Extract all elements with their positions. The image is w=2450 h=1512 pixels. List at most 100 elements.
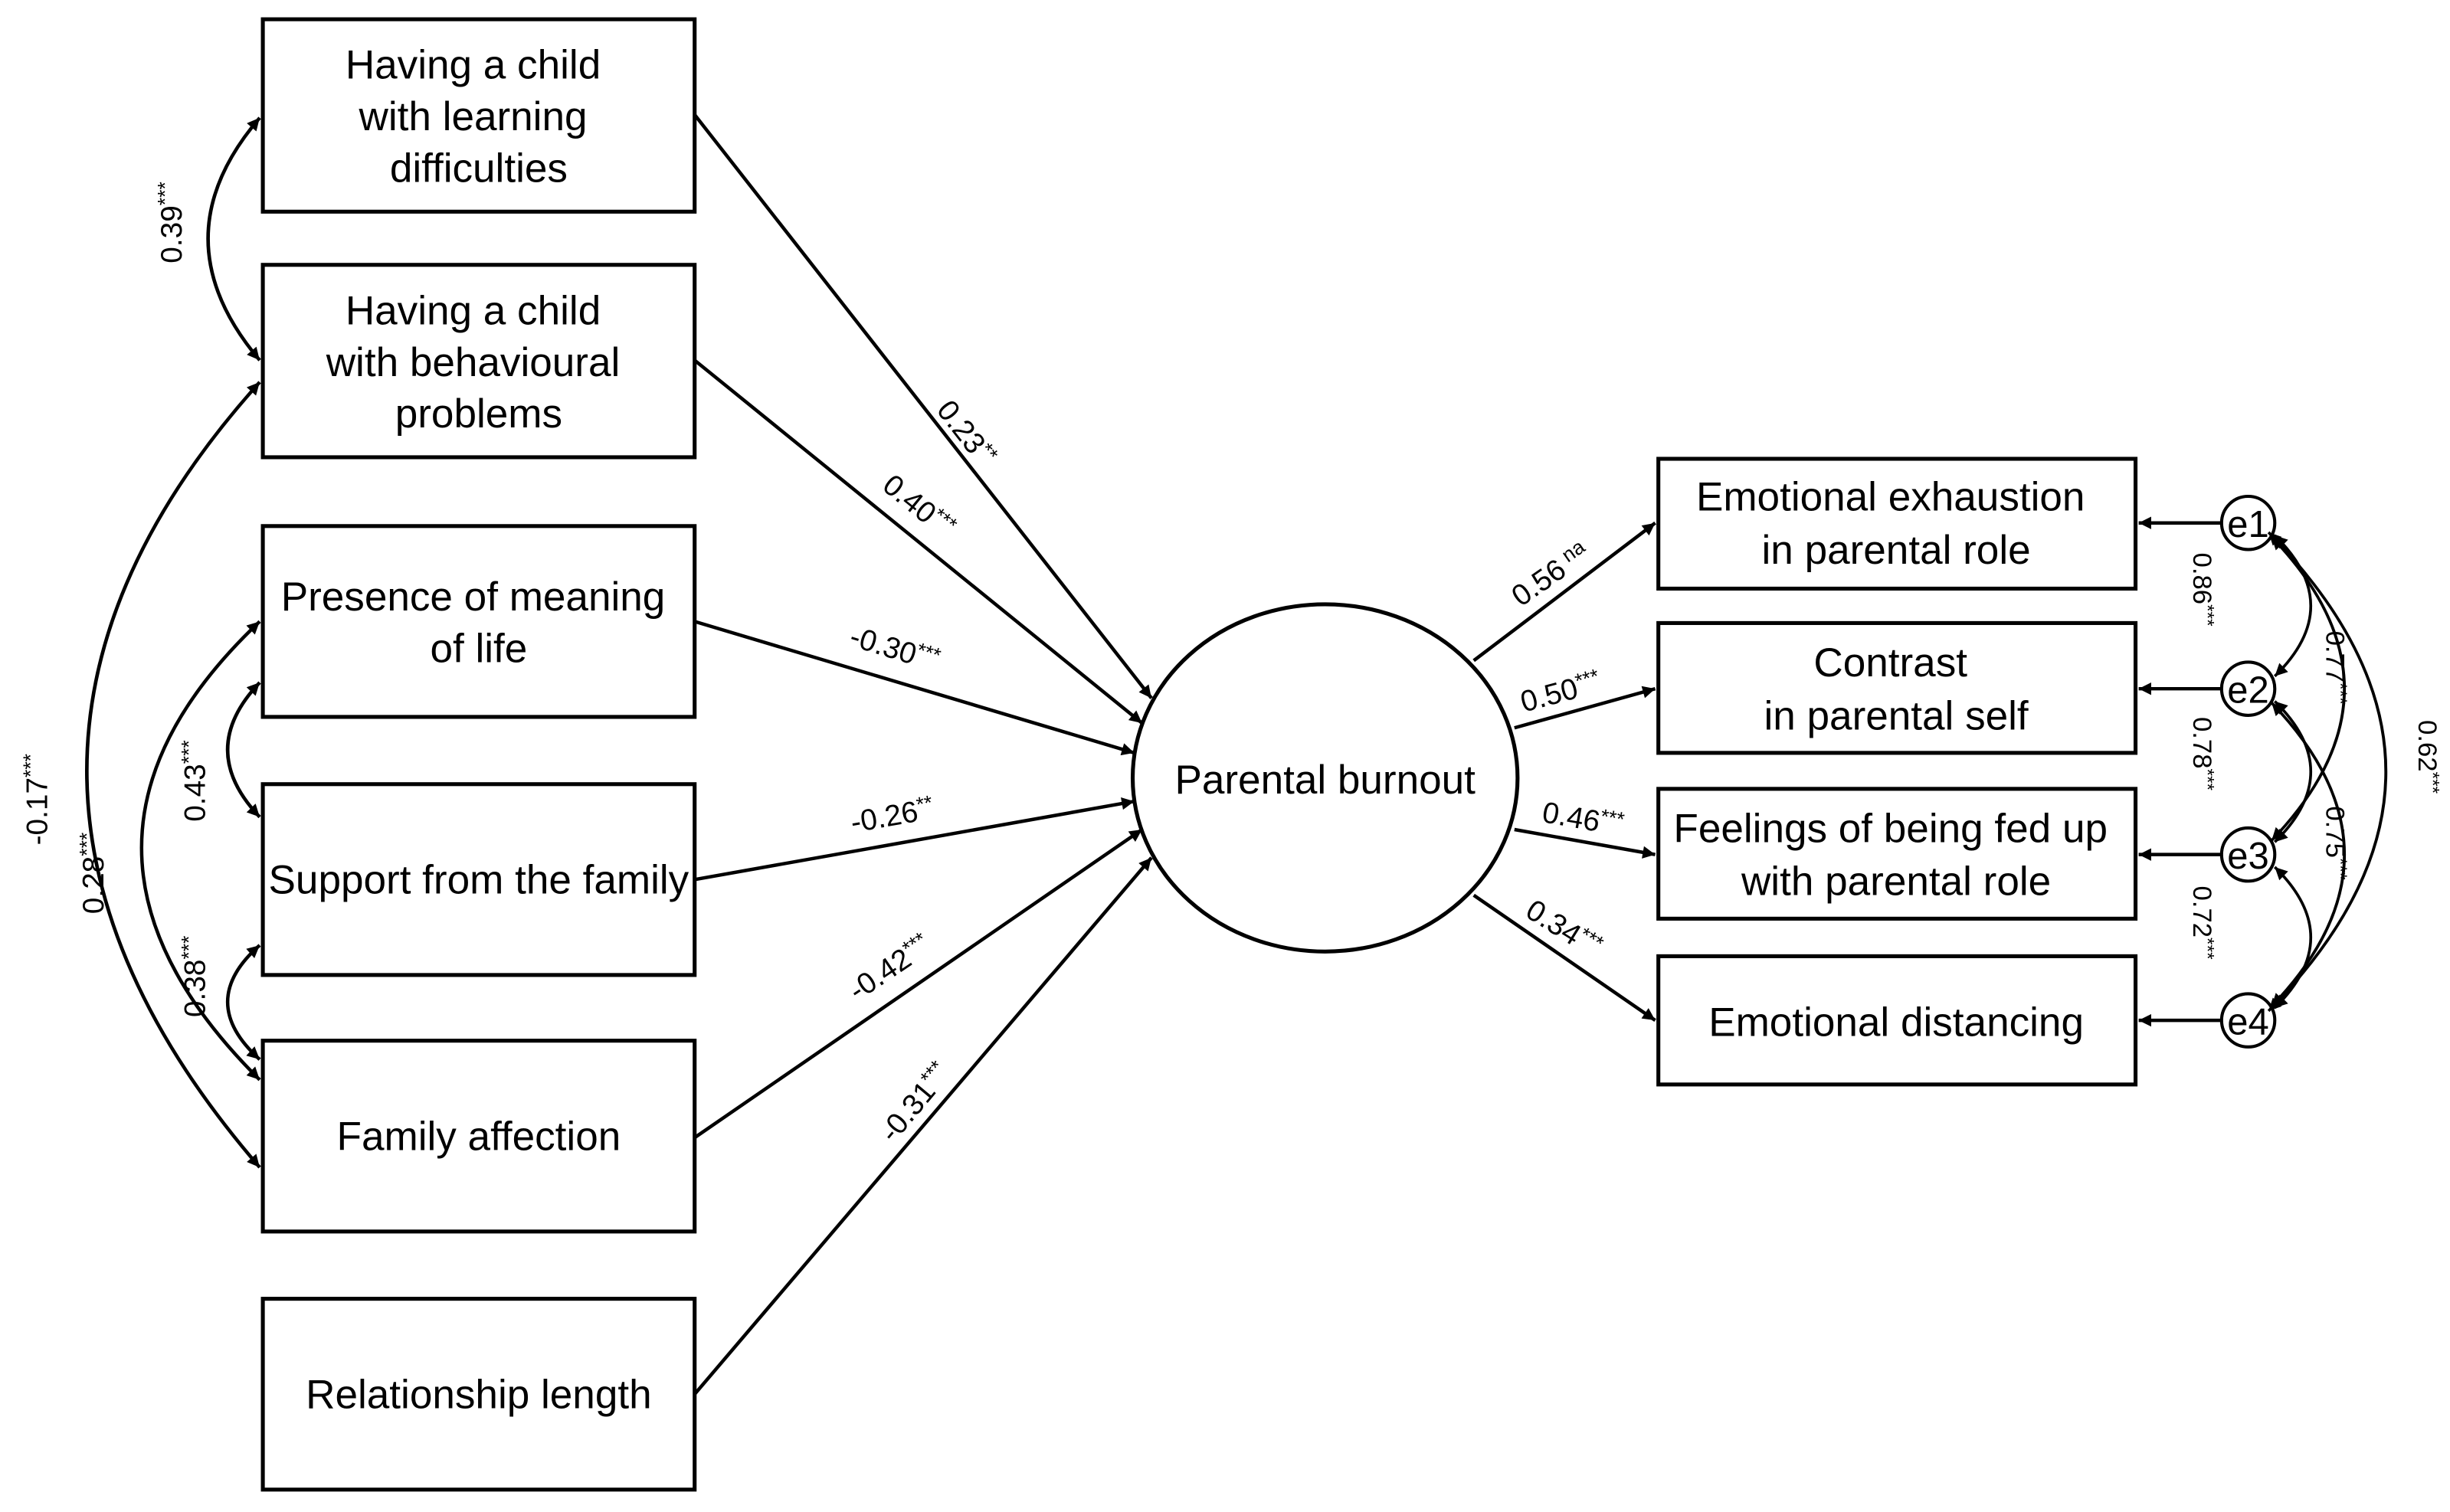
path-burnout-exhaustion <box>1472 521 1656 663</box>
node-fedup-line-1: Feelings of being fed up <box>1673 806 2108 851</box>
coef-cov-meaning-affection-sig: *** <box>76 833 99 856</box>
coef-cov-e2-e4-value: 0.75 <box>2321 806 2350 858</box>
node-exhaustion-line-2: in parental role <box>1762 528 2031 573</box>
node-learning-difficulties: Having a child with learning difficultie… <box>260 17 697 214</box>
coef-burnout-distancing: 0.34*** <box>1520 892 1607 965</box>
path-burnout-distancing <box>1472 893 1656 1022</box>
coef-cov-learning-behavioural: 0.39*** <box>154 182 188 263</box>
node-meaning-line-2: of life <box>430 626 527 671</box>
coef-cov-e1-e2-sig: *** <box>2196 604 2217 627</box>
node-learning-line-1: Having a child <box>346 43 601 88</box>
error-e1: e1 <box>2219 494 2277 551</box>
coef-cov-meaning-affection-value: 0.28 <box>77 856 110 915</box>
coef-burnout-contrast-sig: *** <box>1573 664 1602 692</box>
coef-support-burnout: -0.26** <box>848 790 936 839</box>
svg-text:Presence of meaning of l: Presence of meaning of life <box>281 574 676 671</box>
node-affection-line-1: Family affection <box>337 1114 621 1160</box>
coef-cov-e2-e4: 0.75*** <box>2321 806 2350 880</box>
coef-support-burnout-value: -0.26 <box>848 795 921 839</box>
coef-cov-e3-e4-sig: *** <box>2196 938 2217 960</box>
svg-text:Having a child with beha: Having a child with behavioural problems <box>326 288 631 437</box>
coef-support-burnout-sig: ** <box>915 790 935 816</box>
coef-burnout-fedup-sig: *** <box>1599 804 1626 831</box>
svg-text:Feelings of being fed up: Feelings of being fed up with parental r… <box>1673 806 2118 904</box>
path-relationship-burnout <box>693 856 1153 1396</box>
node-contrast-line-1: Contrast <box>1813 640 1967 686</box>
coef-cov-e1-e2: 0.86*** <box>2187 553 2217 627</box>
coef-cov-e1-e3-value: 0.77 <box>2321 631 2350 683</box>
coef-cov-e2-e3-sig: *** <box>2196 768 2217 790</box>
coef-cov-meaning-affection: 0.28*** <box>76 833 110 915</box>
error-e2: e2 <box>2219 660 2277 717</box>
node-behavioural-problems: Having a child with behavioural problems <box>260 263 697 460</box>
path-behavioural-burnout <box>693 358 1144 725</box>
node-meaning-line-1: Presence of meaning <box>281 574 666 620</box>
coef-cov-support-affection-sig: *** <box>177 936 200 960</box>
node-emotional-distancing: Emotional distancing <box>1656 954 2138 1087</box>
coef-burnout-exhaustion-sig: na <box>1557 535 1590 567</box>
coef-cov-learning-behavioural-value: 0.39 <box>156 205 188 263</box>
node-burnout-label: Parental burnout <box>1174 758 1476 803</box>
svg-text:Having a child with lear: Having a child with learning difficultie… <box>346 43 612 191</box>
path-support-burnout <box>694 797 1135 882</box>
coef-cov-e2-e4-sig: *** <box>2330 858 2350 880</box>
error-e2-label: e2 <box>2227 670 2269 712</box>
node-learning-line-2: with learning <box>359 94 588 139</box>
path-burnout-fedup <box>1514 827 1656 859</box>
coef-behavioural-burnout: 0.40*** <box>876 467 961 545</box>
node-relationship-line-1: Relationship length <box>306 1373 651 1418</box>
error-e1-label: e1 <box>2227 504 2269 545</box>
coef-cov-meaning-support-value: 0.43 <box>179 764 212 822</box>
svg-text:Emotional exhaustion in: Emotional exhaustion in parental role <box>1696 474 2096 572</box>
path-affection-burnout <box>693 828 1144 1140</box>
cov-e1-e4 <box>2267 531 2387 1013</box>
node-behavioural-line-3: problems <box>395 391 562 437</box>
svg-text:Emotional distancing: Emotional distancing <box>1708 1000 2084 1046</box>
error-e4-label: e4 <box>2227 1002 2269 1043</box>
path-learning-burnout <box>693 113 1153 699</box>
coef-cov-meaning-support: 0.43*** <box>177 740 211 822</box>
coef-cov-e1-e3-sig: *** <box>2330 682 2350 705</box>
coef-meaning-burnout-value: -0.30 <box>846 620 920 671</box>
node-support-line-1: Support from the family <box>269 858 689 903</box>
coef-meaning-burnout-sig: *** <box>914 638 943 667</box>
node-fedup-line-2: with parental role <box>1741 859 2051 905</box>
node-support-family: Support from the family <box>260 782 697 977</box>
cov-learning-behavioural <box>206 116 261 362</box>
cov-e2-e4 <box>2270 702 2346 1008</box>
coef-burnout-fedup-value: 0.46 <box>1540 796 1603 838</box>
coef-cov-support-affection-value: 0.38 <box>179 960 212 1018</box>
coef-affection-burnout: -0.42*** <box>842 928 937 1007</box>
coef-cov-e3-e4-value: 0.72 <box>2187 885 2216 938</box>
node-relationship-length: Relationship length <box>260 1297 697 1492</box>
node-fed-up: Feelings of being fed up with parental r… <box>1656 787 2138 921</box>
coef-cov-e1-e3: 0.77*** <box>2321 631 2350 705</box>
coef-cov-e1-e4-value: 0.62 <box>2412 720 2442 772</box>
coef-cov-e1-e4-sig: *** <box>2422 772 2442 794</box>
cov-behavioural-affection <box>85 381 261 1169</box>
svg-text:Family affection: Family affection <box>337 1114 621 1160</box>
node-family-affection: Family affection <box>260 1039 697 1234</box>
coef-cov-e3-e4: 0.72*** <box>2187 885 2217 960</box>
cov-e1-e3 <box>2270 535 2346 842</box>
node-exhaustion-line-1: Emotional exhaustion <box>1696 474 2085 519</box>
cov-e3-e4 <box>2273 866 2313 1010</box>
coef-cov-behavioural-affection-sig: *** <box>19 754 42 777</box>
svg-text:Contrast in parental sel: Contrast in parental self <box>1764 640 2028 738</box>
coef-cov-support-affection: 0.38*** <box>177 936 211 1018</box>
node-meaning-of-life: Presence of meaning of life <box>260 524 697 719</box>
cov-support-affection <box>226 944 261 1061</box>
cov-meaning-affection <box>139 620 261 1082</box>
coef-cov-e1-e2-value: 0.86 <box>2187 553 2216 605</box>
node-distancing-line-1: Emotional distancing <box>1708 1000 2084 1046</box>
error-e3: e3 <box>2219 826 2277 883</box>
node-parental-burnout: Parental burnout <box>1130 602 1520 954</box>
node-learning-line-3: difficulties <box>390 146 568 191</box>
node-contrast-line-2: in parental self <box>1764 693 2028 738</box>
node-contrast-parental-self: Contrast in parental self <box>1656 620 2138 755</box>
coef-cov-behavioural-affection: -0.17*** <box>19 754 54 845</box>
cov-meaning-support <box>226 681 261 819</box>
coef-cov-learning-behavioural-sig: *** <box>154 182 177 205</box>
path-burnout-contrast <box>1514 686 1656 730</box>
